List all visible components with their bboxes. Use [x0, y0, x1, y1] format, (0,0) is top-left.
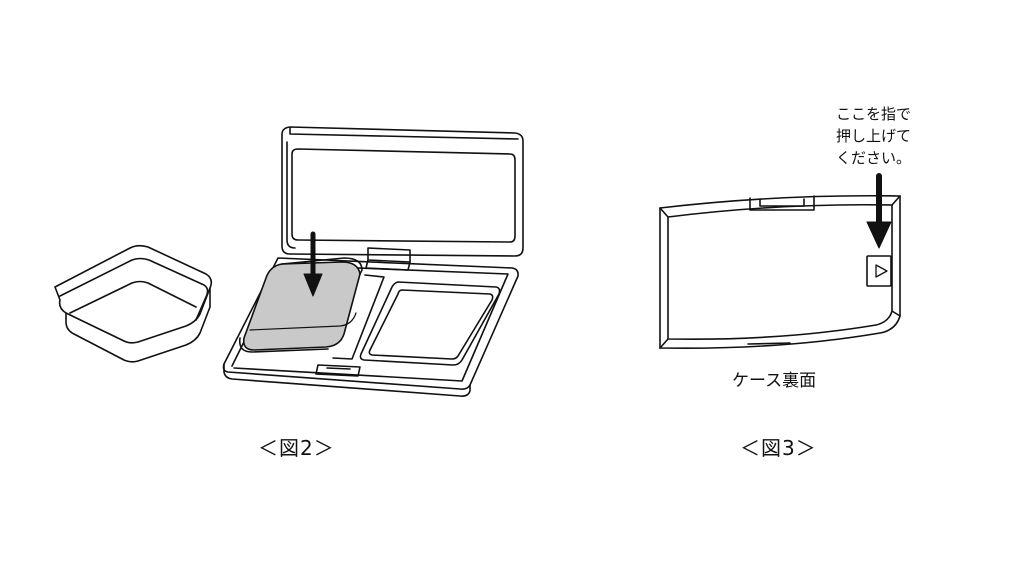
- triangle-right-icon: [875, 264, 888, 278]
- instruction-line-1: ここを指で: [836, 105, 912, 123]
- figure-2-caption: ＜図2＞: [258, 436, 335, 460]
- refill-inserting: [238, 257, 363, 353]
- hinge-clasp: [365, 247, 411, 271]
- right-pan: [359, 281, 501, 366]
- divider: [332, 274, 385, 360]
- bottom-tab: [747, 342, 791, 345]
- instruction-line-3: ください。: [836, 149, 912, 167]
- figure-2-illustration: [54, 126, 524, 397]
- case-back: [659, 194, 901, 349]
- top-tab: [749, 195, 815, 211]
- loose-refill: [54, 244, 213, 363]
- front-latch: [315, 364, 361, 377]
- down-arrow-icon: [866, 173, 892, 249]
- down-arrow-icon: [303, 231, 323, 297]
- case-back-label: ケース裏面: [732, 371, 817, 391]
- figure-3-illustration: [659, 173, 901, 349]
- push-instruction: ここを指で 押し上げて ください。: [836, 103, 911, 169]
- instruction-line-2: 押し上げて: [836, 127, 912, 145]
- figure-3-caption: ＜図3＞: [740, 436, 817, 460]
- push-button[interactable]: [866, 255, 892, 287]
- mirror: [291, 148, 516, 243]
- compact-lid: [281, 126, 524, 257]
